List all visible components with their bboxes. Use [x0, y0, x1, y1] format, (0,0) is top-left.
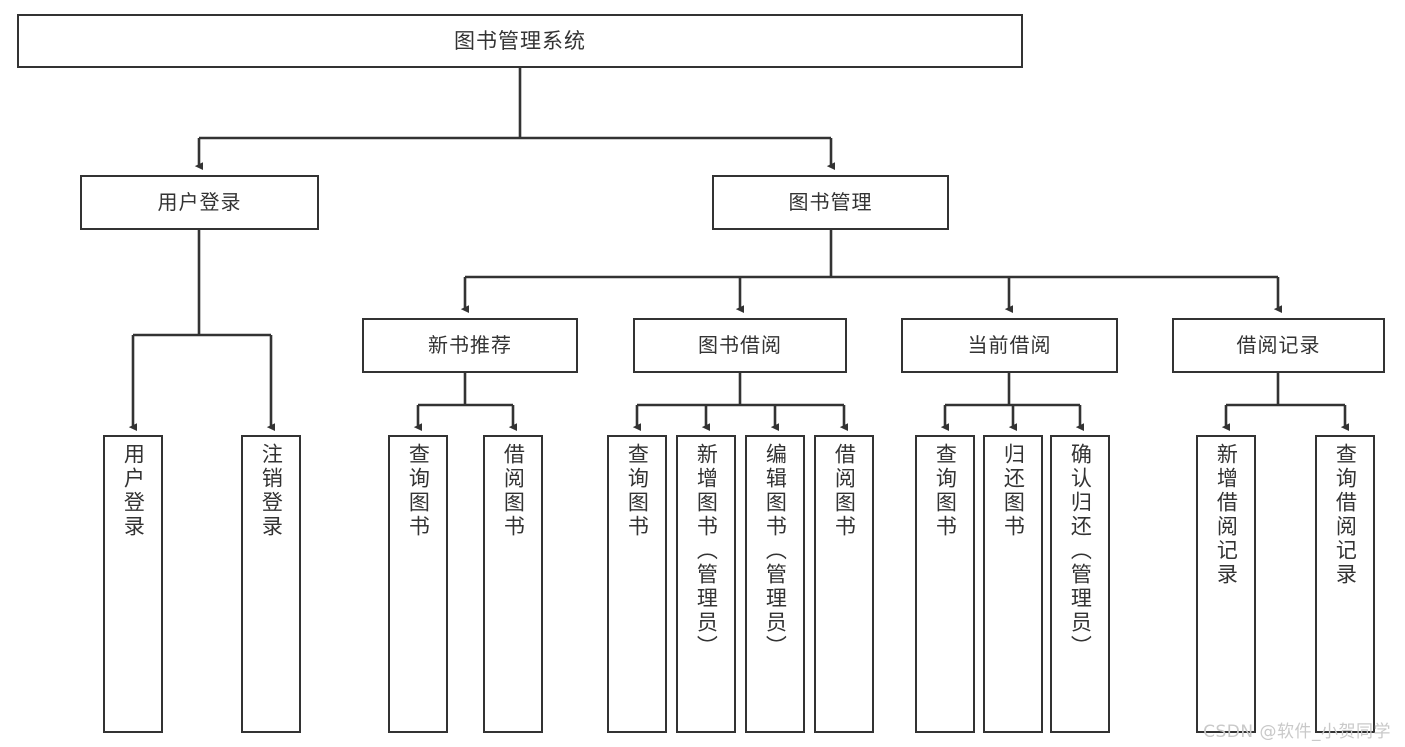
node-label: 新书推荐 [428, 333, 512, 357]
leaf-borrow-edit-book-admin[interactable]: 编辑图书（管理员） [745, 435, 805, 733]
node-label: 注销登录 [259, 443, 284, 539]
node-label: 借阅图书 [832, 443, 857, 539]
node-book-management[interactable]: 图书管理 [712, 175, 949, 230]
node-new-book-recommend[interactable]: 新书推荐 [362, 318, 578, 373]
leaf-current-confirm-return-admin[interactable]: 确认归还（管理员） [1050, 435, 1110, 733]
node-label: 归还图书 [1001, 443, 1026, 539]
node-label: 新增借阅记录 [1214, 443, 1239, 587]
leaf-user-login-login[interactable]: 用户登录 [103, 435, 163, 733]
leaf-borrow-query-book[interactable]: 查询图书 [607, 435, 667, 733]
node-label: 查询图书 [406, 443, 431, 539]
node-book-borrow[interactable]: 图书借阅 [633, 318, 847, 373]
node-label: 查询借阅记录 [1333, 443, 1358, 587]
node-label: 查询图书 [933, 443, 958, 539]
node-label: 图书借阅 [698, 333, 782, 357]
node-user-login[interactable]: 用户登录 [80, 175, 319, 230]
node-label: 图书管理 [788, 190, 873, 214]
leaf-record-add-record[interactable]: 新增借阅记录 [1196, 435, 1256, 733]
leaf-new-book-query[interactable]: 查询图书 [388, 435, 448, 733]
node-borrow-record[interactable]: 借阅记录 [1172, 318, 1385, 373]
node-label: 借阅记录 [1236, 333, 1321, 357]
node-label: 编辑图书（管理员） [763, 443, 788, 659]
node-current-borrow[interactable]: 当前借阅 [901, 318, 1118, 373]
node-label: 用户登录 [157, 190, 242, 214]
leaf-record-query-record[interactable]: 查询借阅记录 [1315, 435, 1375, 733]
leaf-borrow-borrow-book[interactable]: 借阅图书 [814, 435, 874, 733]
node-label: 当前借阅 [967, 333, 1052, 357]
leaf-current-query-book[interactable]: 查询图书 [915, 435, 975, 733]
node-label: 借阅图书 [501, 443, 526, 539]
node-label: 确认归还（管理员） [1068, 443, 1093, 659]
node-label: 查询图书 [625, 443, 650, 539]
leaf-borrow-add-book-admin[interactable]: 新增图书（管理员） [676, 435, 736, 733]
node-label: 新增图书（管理员） [694, 443, 719, 659]
node-root-system[interactable]: 图书管理系统 [17, 14, 1023, 68]
node-label: 用户登录 [121, 443, 146, 539]
leaf-current-return-book[interactable]: 归还图书 [983, 435, 1043, 733]
leaf-new-book-borrow[interactable]: 借阅图书 [483, 435, 543, 733]
leaf-user-login-logout[interactable]: 注销登录 [241, 435, 301, 733]
watermark-credit: CSDN @软件_小贺同学 [1203, 722, 1391, 742]
node-label: 图书管理系统 [454, 28, 586, 53]
